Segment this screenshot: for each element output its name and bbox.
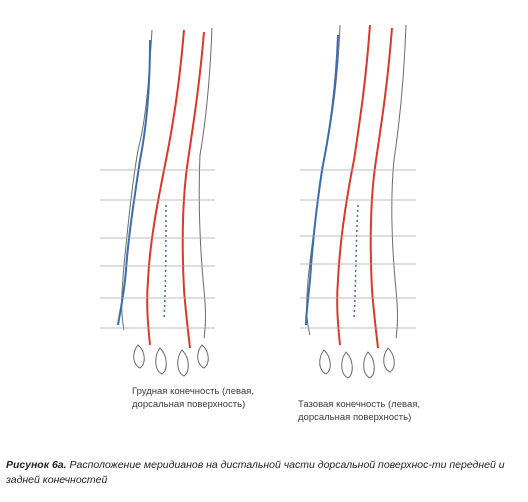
- forelimb-vessel-blue: [117, 39, 151, 326]
- hindlimb-vessel-blue: [305, 34, 339, 326]
- forelimb-digit-3: [177, 349, 189, 377]
- forelimb-caption: Грудная конечность (левая, дорсальная по…: [132, 386, 255, 410]
- figure-caption-title: Рисунок 6а.: [6, 459, 67, 471]
- hindlimb-digit-1: [319, 349, 331, 375]
- forelimb-vessel-dotted: [163, 204, 167, 321]
- hindlimb-vessel-red-2: [369, 27, 393, 349]
- hindlimb-vessel-red-1: [336, 24, 371, 346]
- figure-caption-text: Расположение меридианов на дистальной ча…: [6, 459, 505, 486]
- forelimb-digit-1: [133, 344, 145, 369]
- forelimb-drawing: [117, 27, 213, 377]
- forelimb-digits: [133, 344, 209, 377]
- meridian-diagram: [100, 24, 416, 379]
- hindlimb-digit-3: [363, 351, 375, 379]
- forelimb-outline-right: [198, 27, 213, 339]
- hindlimb-vessel-dotted: [353, 204, 359, 321]
- forelimb-vessel-red-2: [181, 31, 205, 349]
- hindlimb-digits: [319, 347, 395, 379]
- forelimb-vessel-red-1: [146, 29, 185, 346]
- forelimb-digit-4: [197, 344, 209, 369]
- forelimb-digit-2: [155, 347, 167, 375]
- hindlimb-outline-right: [391, 24, 407, 339]
- meridian-guide-lines: [100, 169, 416, 329]
- hindlimb-digit-2: [341, 351, 353, 379]
- hindlimb-drawing: [305, 24, 407, 379]
- figure-caption: Рисунок 6а. Расположение меридианов на д…: [6, 458, 522, 488]
- hindlimb-digit-4: [383, 347, 395, 373]
- hindlimb-caption: Тазовая конечность (левая, дорсальная по…: [298, 399, 421, 423]
